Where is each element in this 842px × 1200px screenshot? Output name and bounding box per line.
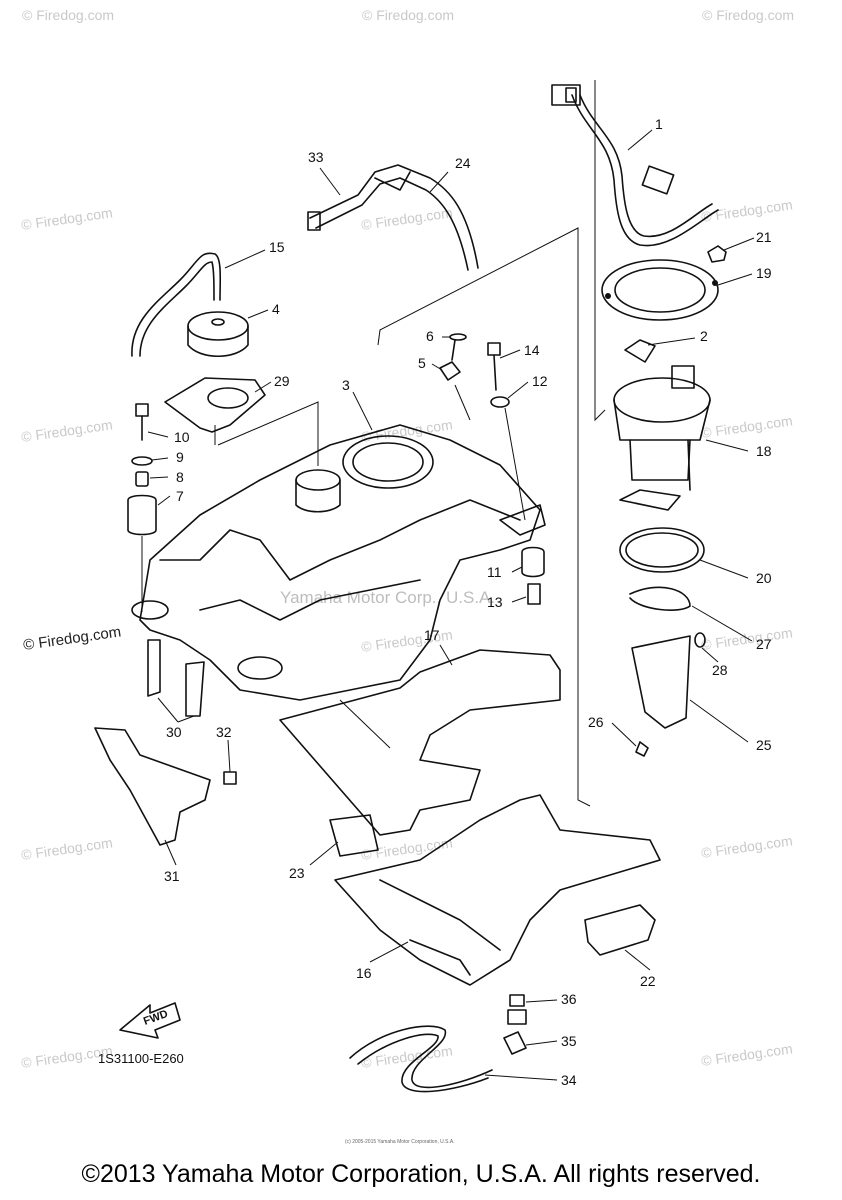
callout-12: 12 [532,373,548,389]
watermark: © Firedog.com [22,7,114,23]
bracket-parts-31-32 [94,727,237,846]
watermark: © Firedog.com [700,412,793,441]
callout-21: 21 [756,229,772,245]
callout-20: 20 [756,570,772,586]
callout-22: 22 [640,973,656,989]
relay-part-22 [584,904,656,956]
watermark: © Firedog.com [700,624,793,653]
fasteners-parts-7-10 [127,403,157,612]
callout-17: 17 [424,627,440,643]
pad-parts-30 [147,639,205,717]
cover-parts-25-26 [631,635,691,757]
callout-30: 30 [166,724,182,740]
watermark: © Firedog.com [20,204,113,233]
watermark: © Firedog.com [700,196,793,225]
grommet-parts-11-13 [521,546,545,605]
gasket-part-29 [164,377,266,433]
callout-31: 31 [164,868,180,884]
fuel-hose-part-1 [551,84,719,247]
leader-lines [147,129,755,1081]
fwd-label: FWD [142,1008,170,1028]
callout-3: 3 [342,377,350,393]
watermark: © Firedog.com [700,1040,793,1069]
callout-32: 32 [216,724,232,740]
fuel-cap-part-4 [187,311,249,357]
manufacturer-watermark: Yamaha Motor Corp., U.S.A. [280,588,495,607]
copyright-notice: ©2013 Yamaha Motor Corporation, U.S.A. A… [81,1160,761,1188]
callout-15: 15 [269,239,285,255]
fuel-tank-part-3 [131,424,546,701]
watermark: © Firedog.com [360,834,453,863]
callout-5: 5 [418,355,426,371]
callout-25: 25 [756,737,772,753]
callout-9: 9 [176,449,184,465]
sensor-part-23 [329,814,379,857]
callout-14: 14 [524,342,540,358]
callout-labels: 1 2 3 4 5 6 7 8 9 10 11 12 13 14 15 16 1… [164,116,772,1088]
seal-parts-20-27-28 [619,527,706,648]
diagram-code: 1S31100-E260 [98,1051,184,1066]
watermark: © Firedog.com [20,834,113,863]
callout-2: 2 [700,328,708,344]
callout-4: 4 [272,301,280,317]
forward-arrow-icon: FWD [119,1002,181,1039]
callout-29: 29 [274,373,290,389]
watermark: © Firedog.com [700,832,793,861]
callout-10: 10 [174,429,190,445]
callout-7: 7 [176,488,184,504]
callout-8: 8 [176,469,184,485]
vent-hose-parts-33-24 [307,164,479,271]
callout-26: 26 [588,714,604,730]
callout-33: 33 [308,149,324,165]
mat-part-17 [279,649,561,836]
fuel-pump-parts-2-18 [613,339,711,511]
callout-36: 36 [561,991,577,1007]
callout-35: 35 [561,1033,577,1049]
callout-18: 18 [756,443,772,459]
small-print: (c) 2005-2015 Yamaha Motor Corporation, … [345,1139,455,1145]
callout-24: 24 [455,155,471,171]
callout-28: 28 [712,662,728,678]
callout-23: 23 [289,865,305,881]
callout-19: 19 [756,265,772,281]
watermark: © Firedog.com [360,416,453,445]
callout-13: 13 [487,594,503,610]
callout-34: 34 [561,1072,577,1088]
watermark: © Firedog.com [360,204,453,233]
watermark: © Firedog.com [22,623,122,654]
watermark: © Firedog.com [702,7,794,23]
callout-11: 11 [487,564,502,580]
watermark: © Firedog.com [362,7,454,23]
tray-part-16 [334,794,661,986]
drain-hose-parts-34-36 [349,994,527,1093]
callout-16: 16 [356,965,372,981]
callout-27: 27 [756,636,772,652]
assembly-lines [214,80,606,807]
callout-6: 6 [426,328,434,344]
breather-hose-part-15 [131,252,222,357]
watermark: © Firedog.com [360,1042,453,1071]
callout-1: 1 [655,116,663,132]
watermark: © Firedog.com [20,416,113,445]
watermark-layer: © Firedog.com © Firedog.com © Firedog.co… [20,7,794,1071]
pump-plate-parts-19-21 [601,245,727,321]
